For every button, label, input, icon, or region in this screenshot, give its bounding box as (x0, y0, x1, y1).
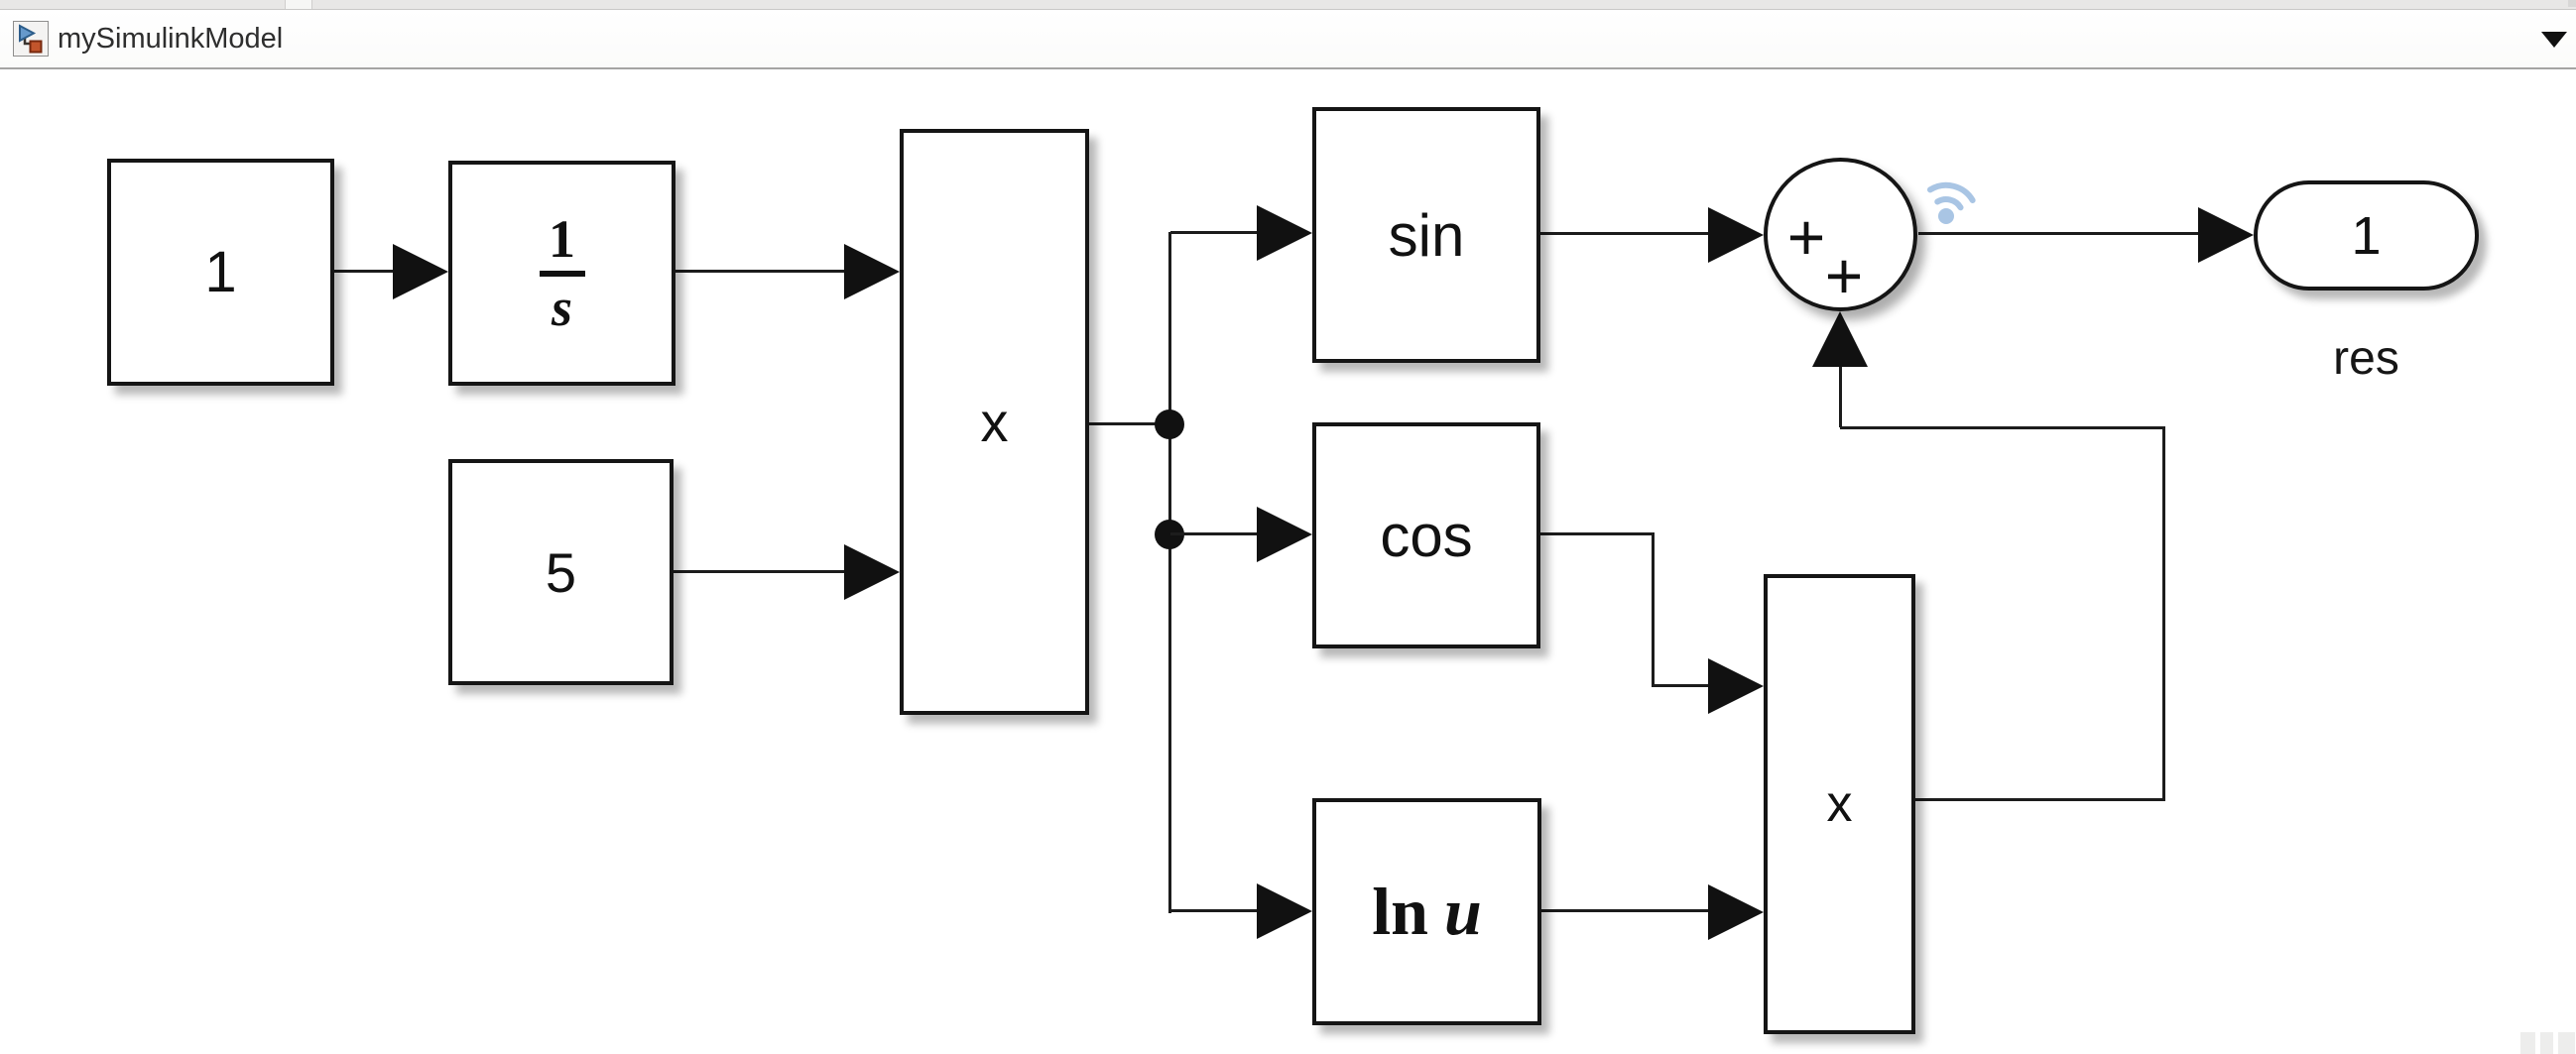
product-block-1[interactable]: x (900, 129, 1089, 715)
wire-const1-integrator[interactable] (333, 270, 395, 273)
arrowhead-into-ln[interactable] (1257, 883, 1312, 939)
cos-label: cos (1380, 502, 1473, 569)
constant-block-5[interactable]: 5 (448, 459, 674, 685)
arrowhead-into-product1-bottom[interactable] (844, 544, 900, 600)
ln-block[interactable]: ln u (1312, 798, 1541, 1025)
signal-logging-badge-icon[interactable] (1914, 171, 1984, 240)
integrator-block[interactable]: 1 s (448, 161, 675, 386)
simulink-model-icon[interactable] (13, 21, 49, 57)
wire-feedback-v[interactable] (1839, 365, 1842, 427)
arrowhead-into-outport[interactable] (2198, 207, 2254, 263)
model-breadcrumb-bar: mySimulinkModel (0, 10, 2576, 69)
wire-feedback-h[interactable] (1840, 426, 2165, 429)
wire-cos-out-v[interactable] (1652, 532, 1655, 687)
wire-branch-vertical[interactable] (1168, 232, 1171, 913)
sin-label: sin (1388, 201, 1465, 269)
wire-branch-ln[interactable] (1170, 909, 1259, 912)
sin-block[interactable]: sin (1312, 107, 1540, 363)
wire-branch-cos[interactable] (1170, 532, 1259, 535)
ln-arg-label: u (1443, 874, 1482, 949)
arrowhead-into-product1-top[interactable] (844, 244, 900, 299)
watermark-fragment (2558, 1032, 2575, 1054)
arrowhead-into-sum-left[interactable] (1708, 207, 1764, 263)
sum-plus-left: + (1786, 199, 1826, 274)
wire-ln-product2[interactable] (1541, 909, 1710, 912)
wire-branch-sin[interactable] (1170, 231, 1259, 234)
arrowhead-into-integrator[interactable] (393, 244, 448, 299)
wire-product1-branch[interactable] (1089, 422, 1170, 425)
watermark-fragment (2540, 1032, 2553, 1054)
wire-cos-product2[interactable] (1652, 684, 1710, 687)
outport-label: 1 (2351, 205, 2382, 266)
constant-block-1[interactable]: 1 (107, 159, 334, 386)
product-block-2[interactable]: x (1764, 574, 1915, 1034)
junction-dot-product1[interactable] (1155, 410, 1184, 439)
arrowhead-into-sum-bottom[interactable] (1812, 311, 1868, 367)
corner-mark (2568, 0, 2576, 7)
integrator-denominator: s (551, 277, 572, 337)
product1-label: x (980, 391, 1009, 453)
constant1-label: 1 (204, 240, 237, 304)
ln-func-label: ln (1372, 874, 1428, 949)
wire-sum-outport[interactable] (1918, 232, 2200, 235)
top-strip (0, 0, 2576, 10)
wire-cos-out-h[interactable] (1540, 532, 1654, 535)
wire-integrator-product1[interactable] (675, 270, 846, 273)
arrowhead-into-product2-bottom[interactable] (1708, 884, 1764, 940)
top-strip-notch (285, 0, 312, 9)
wire-product2-out-h[interactable] (1915, 798, 2165, 801)
constant5-label: 5 (545, 540, 577, 604)
wire-sin-sum[interactable] (1540, 232, 1710, 235)
sum-plus-bottom: + (1824, 238, 1864, 312)
wire-product2-out-v[interactable] (2162, 427, 2165, 801)
fraction-bar (539, 270, 585, 277)
sum-block[interactable]: + + (1764, 158, 1917, 312)
wire-const5-product1[interactable] (674, 570, 846, 573)
integrator-fraction: 1 s (539, 208, 585, 337)
arrowhead-into-product2-top[interactable] (1708, 658, 1764, 714)
integrator-numerator: 1 (549, 208, 575, 269)
product2-label: x (1826, 775, 1853, 833)
outport-signal-name[interactable]: res (2333, 332, 2399, 385)
cos-block[interactable]: cos (1312, 422, 1540, 648)
arrowhead-into-sin[interactable] (1257, 205, 1312, 261)
outport-block[interactable]: 1 (2254, 180, 2479, 291)
model-title[interactable]: mySimulinkModel (58, 23, 284, 55)
watermark-fragment (2520, 1032, 2535, 1054)
arrowhead-into-cos[interactable] (1257, 507, 1312, 562)
caret-down-icon[interactable] (2541, 32, 2567, 48)
